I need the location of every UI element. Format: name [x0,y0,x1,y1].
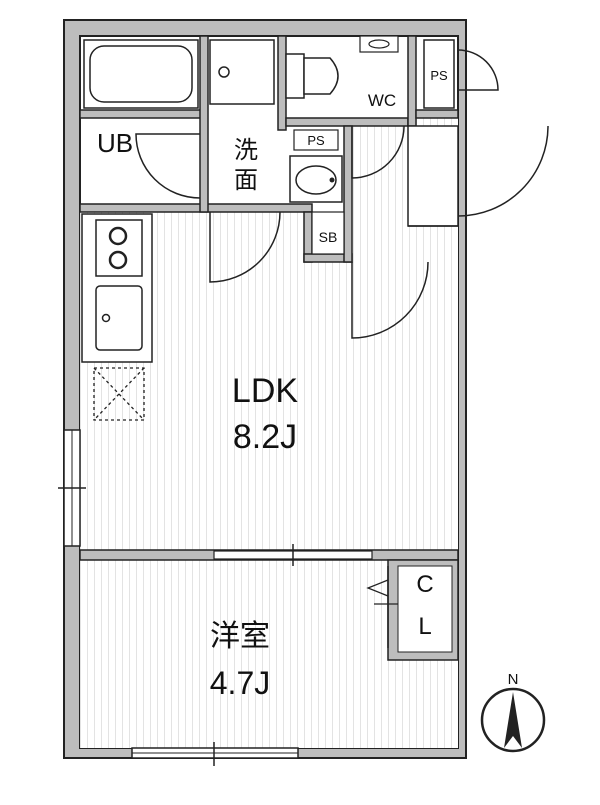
burner-icon [108,250,128,270]
room-label-ps-mid: PS [307,133,325,148]
shoe-box-step [407,125,459,227]
room-label-ps-top: PS [430,68,448,83]
compass-north-label: N [508,671,519,688]
north-compass: N [480,671,546,753]
bath-door[interactable] [135,133,201,199]
burner-icon [108,226,128,246]
wc-door[interactable] [351,125,405,179]
entrance-door[interactable] [457,125,549,217]
room-label-wc: WC [368,91,396,110]
wash-door[interactable] [209,211,281,283]
closet-interior [397,565,453,653]
fridge-space [93,367,145,421]
room-label-ub: UB [97,128,133,158]
toilet-tank [285,53,305,99]
room-size-ldk: 8.2J [233,418,297,456]
room-label-wash-1: 洗 [234,136,258,164]
room-size-bedroom: 4.7J [210,665,270,701]
compass-needle-icon [504,692,522,748]
ps-small-box [293,129,339,151]
toilet [303,57,339,95]
kitchen-sink [95,285,143,351]
ps-top-box [423,39,455,109]
room-label-sb: SB [319,229,338,245]
room-label-ldk: LDK [232,372,298,410]
ldk-door[interactable] [351,261,429,339]
room-label-wash-2: 面 [234,166,258,194]
room-label-bedroom: 洋室 [210,619,270,654]
interior-walls-wet-area [79,35,459,263]
room-label-cl-top: C [416,571,433,598]
room-label-cl-bottom: L [418,613,431,640]
